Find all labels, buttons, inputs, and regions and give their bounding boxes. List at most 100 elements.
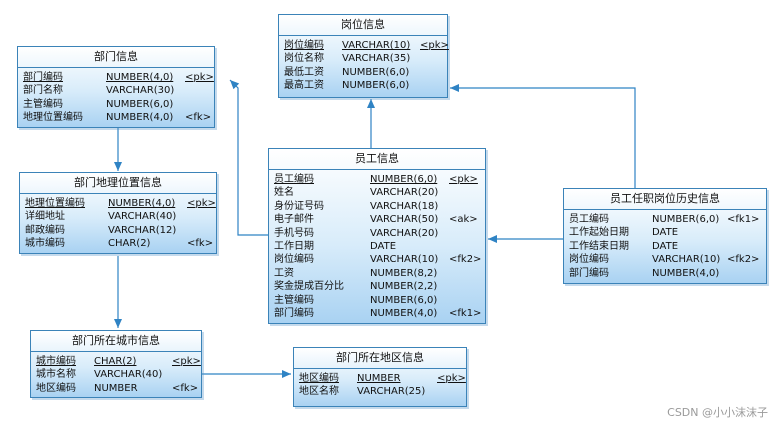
attribute-row: 员工编码 NUMBER(6,0) <fk1>: [569, 213, 761, 226]
attribute-name: 部门编码: [274, 307, 314, 319]
entity-title: 部门信息: [18, 47, 214, 68]
attribute-type: CHAR(2): [108, 238, 151, 250]
attribute-row: 主管编码 NUMBER(6,0): [274, 294, 480, 307]
attribute-row: 最低工资 NUMBER(6,0): [284, 66, 442, 79]
attribute-type: VARCHAR(18): [370, 200, 439, 212]
attribute-name: 城市名称: [36, 369, 76, 381]
attribute-type: DATE: [652, 227, 679, 239]
entity-title: 岗位信息: [279, 15, 447, 36]
attribute-type: DATE: [370, 240, 397, 252]
attribute-type: VARCHAR(40): [108, 211, 177, 223]
attribute-key: <pk>: [449, 174, 478, 185]
attribute-key: <fk1>: [449, 307, 482, 319]
attribute-type: NUMBER(4,0): [106, 72, 174, 83]
attribute-name: 工作日期: [274, 240, 314, 252]
attribute-type: NUMBER(4,0): [106, 112, 174, 124]
attribute-name: 工作结束日期: [569, 240, 629, 252]
attribute-key: <pk>: [437, 373, 466, 384]
attribute-name: 主管编码: [23, 98, 63, 110]
attribute-type: NUMBER(8,2): [370, 267, 438, 279]
attribute-row: 详细地址 VARCHAR(40): [25, 210, 211, 223]
attribute-name: 主管编码: [274, 294, 314, 306]
attribute-name: 电子邮件: [274, 214, 314, 226]
attribute-type: NUMBER: [94, 382, 138, 394]
entity-department-city-info[interactable]: 部门所在城市信息 城市编码 CHAR(2) <pk> 城市名称 VARCHAR(40)…: [30, 330, 202, 398]
attribute-name: 地区编码: [36, 382, 76, 394]
attribute-name: 详细地址: [25, 211, 65, 223]
attribute-name: 最低工资: [284, 66, 324, 78]
attribute-name: 部门名称: [23, 85, 63, 97]
attribute-key: <pk>: [172, 356, 201, 367]
attribute-type: VARCHAR(25): [357, 386, 426, 398]
attribute-name: 岗位编码: [569, 254, 609, 266]
attribute-name: 城市编码: [36, 356, 76, 367]
attribute-key: <pk>: [185, 72, 214, 83]
attribute-row: 工作结束日期 DATE: [569, 240, 761, 253]
attribute-type: VARCHAR(40): [94, 369, 163, 381]
entity-title: 部门所在城市信息: [31, 331, 201, 352]
attribute-row: 地区名称 VARCHAR(25): [299, 385, 461, 398]
attribute-type: DATE: [652, 240, 679, 252]
entity-department-region-info[interactable]: 部门所在地区信息 地区编码 NUMBER <pk> 地区名称 VARCHAR(25): [293, 347, 467, 407]
attribute-name: 员工编码: [274, 174, 314, 185]
entity-title: 员工信息: [269, 149, 485, 170]
entity-department-location-info[interactable]: 部门地理位置信息 地理位置编码 NUMBER(4,0) <pk> 详细地址 VARCH…: [19, 172, 217, 254]
attribute-type: NUMBER(6,0): [370, 294, 438, 306]
attribute-row: 岗位名称 VARCHAR(35): [284, 52, 442, 65]
attribute-name: 岗位名称: [284, 53, 324, 65]
attribute-name: 员工编码: [569, 214, 609, 225]
attribute-key: <pk>: [187, 198, 216, 209]
attribute-name: 地区名称: [299, 386, 339, 398]
attribute-key: <fk2>: [727, 254, 760, 266]
attribute-type: CHAR(2): [94, 356, 137, 367]
attribute-type: NUMBER(4,0): [652, 267, 720, 279]
entity-title: 员工任职岗位历史信息: [564, 189, 766, 210]
attribute-type: NUMBER(4,0): [108, 198, 176, 209]
entity-title: 部门所在地区信息: [294, 348, 466, 369]
attribute-type: NUMBER: [357, 373, 401, 384]
attribute-row: 部门编码 NUMBER(4,0) <pk>: [23, 71, 214, 84]
attribute-type: VARCHAR(12): [108, 224, 177, 236]
attribute-type: NUMBER(6,0): [342, 80, 410, 92]
attribute-key: <fk1>: [727, 214, 760, 225]
attribute-row: 地理位置编码 NUMBER(4,0) <pk>: [25, 197, 216, 210]
attribute-name: 最高工资: [284, 80, 324, 92]
attribute-type: NUMBER(6,0): [370, 174, 438, 185]
attribute-type: VARCHAR(20): [370, 227, 439, 239]
attribute-type: VARCHAR(35): [342, 53, 411, 65]
attribute-name: 地区编码: [299, 373, 339, 384]
attribute-name: 手机号码: [274, 227, 314, 239]
attribute-name: 城市编码: [25, 238, 65, 250]
attribute-type: NUMBER(6,0): [342, 66, 410, 78]
attribute-type: NUMBER(2,2): [370, 281, 438, 293]
attribute-name: 邮政编码: [25, 224, 65, 236]
attribute-name: 地理位置编码: [25, 198, 85, 209]
attribute-name: 部门编码: [23, 72, 63, 83]
attribute-type: NUMBER(6,0): [652, 214, 720, 225]
attribute-row: 地区编码 NUMBER <pk>: [299, 372, 466, 385]
entity-title: 部门地理位置信息: [20, 173, 216, 194]
watermark-text: CSDN @小小沫沫子: [667, 406, 768, 419]
attribute-name: 姓名: [274, 187, 294, 199]
line-history-to-position: [450, 84, 636, 188]
attribute-type: VARCHAR(10): [370, 254, 439, 266]
attribute-type: VARCHAR(50): [370, 214, 439, 226]
attribute-type: VARCHAR(10): [342, 40, 411, 51]
line-employee-to-department: [229, 79, 268, 236]
